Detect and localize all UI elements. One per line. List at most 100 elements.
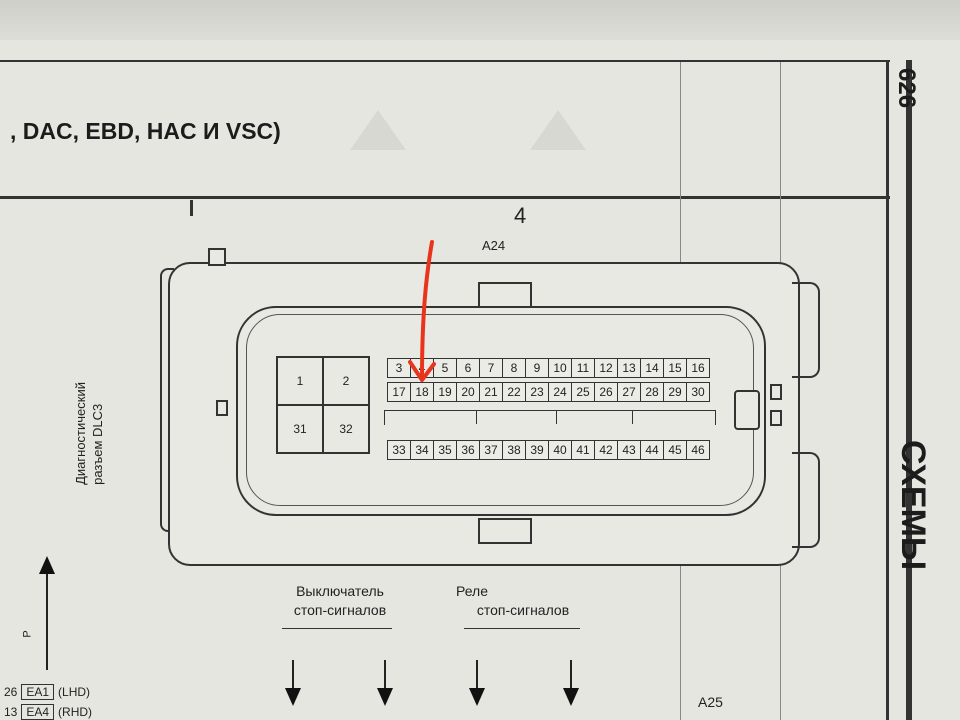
page-shadow	[0, 0, 960, 40]
side-section-title: СХЕМЫ	[894, 440, 932, 571]
down-arrow	[469, 660, 485, 706]
pin-38: 38	[502, 440, 526, 460]
page-number: 626	[893, 68, 920, 109]
pin-43: 43	[617, 440, 641, 460]
pin-14: 14	[640, 358, 664, 378]
pin-17: 17	[387, 382, 411, 402]
pin-21: 21	[479, 382, 503, 402]
label-line: Реле	[456, 583, 488, 599]
terminal-note: (LHD)	[58, 685, 91, 699]
connector-peg	[770, 410, 782, 426]
power-pin-block: 1 2 31 32	[276, 356, 370, 454]
pin-41: 41	[571, 440, 595, 460]
pin-cell: 1	[277, 357, 323, 405]
frame-right-line	[886, 60, 889, 720]
brace	[464, 628, 580, 639]
pin-34: 34	[410, 440, 434, 460]
up-arrow	[39, 556, 55, 670]
down-arrow	[285, 660, 301, 706]
connector-top-key	[478, 282, 532, 308]
pin-25: 25	[571, 382, 595, 402]
label-line: Диагностический	[73, 382, 88, 485]
pin-cell: 2	[323, 357, 369, 405]
pin-20: 20	[456, 382, 480, 402]
wire-color-letter: P	[21, 630, 34, 638]
pin-40: 40	[548, 440, 572, 460]
pin-29: 29	[663, 382, 687, 402]
label-line: разъем DLC3	[90, 403, 105, 485]
section-number: 4	[514, 203, 527, 228]
pin-27: 27	[617, 382, 641, 402]
annotation-arrow	[408, 240, 436, 382]
terminal-code: EA4	[21, 704, 55, 720]
grid-line	[190, 200, 193, 216]
pin-16: 16	[686, 358, 710, 378]
pin-36: 36	[456, 440, 480, 460]
pin-33: 33	[387, 440, 411, 460]
pin-44: 44	[640, 440, 664, 460]
brake-relay-label: Реле стоп-сигналов	[448, 582, 598, 620]
pin-35: 35	[433, 440, 457, 460]
label-line: стоп-сигналов	[476, 602, 570, 618]
label-line: Выключатель	[296, 583, 384, 599]
pin-divider-bracket	[384, 410, 716, 425]
brake-switch-label: Выключатель стоп-сигналов	[270, 582, 410, 620]
pin-cell: 32	[323, 405, 369, 453]
pin-22: 22	[502, 382, 526, 402]
pin-13: 13	[617, 358, 641, 378]
pin-9: 9	[525, 358, 549, 378]
pin-42: 42	[594, 440, 618, 460]
connector-right-tab	[792, 452, 820, 548]
second-connector-code: A25	[698, 694, 723, 710]
faint-symbol	[350, 110, 406, 150]
terminal-number: 26	[4, 685, 18, 699]
pin-23: 23	[525, 382, 549, 402]
pin-30: 30	[686, 382, 710, 402]
pin-7: 7	[479, 358, 503, 378]
terminal-note: (RHD)	[58, 705, 93, 719]
dlc3-label: Диагностический разъем DLC3	[72, 382, 106, 485]
pin-37: 37	[479, 440, 503, 460]
connector-left-tab	[160, 268, 174, 532]
pin-10: 10	[548, 358, 572, 378]
pin-24: 24	[548, 382, 572, 402]
bracket-notch	[556, 410, 561, 424]
pin-45: 45	[663, 440, 687, 460]
pin-8: 8	[502, 358, 526, 378]
bracket-notch	[632, 410, 637, 424]
pin-cell: 31	[277, 405, 323, 453]
brace	[282, 628, 392, 639]
bracket-notch	[476, 410, 481, 424]
pin-28: 28	[640, 382, 664, 402]
connector-code: A24	[482, 238, 506, 253]
pin-15: 15	[663, 358, 687, 378]
faint-symbol	[530, 110, 586, 150]
connector-peg	[208, 248, 226, 266]
pin-6: 6	[456, 358, 480, 378]
connector-inner-frame	[236, 306, 766, 516]
connector-peg	[770, 384, 782, 400]
terminal-row: 13 EA4 (RHD)	[4, 704, 92, 720]
frame-header-line	[0, 196, 890, 199]
frame-top-line	[0, 60, 890, 62]
terminal-code: EA1	[21, 684, 55, 700]
page-header-title: , DAC, EBD, HAC И VSC)	[10, 118, 281, 144]
down-arrow	[563, 660, 579, 706]
down-arrow	[377, 660, 393, 706]
label-line: стоп-сигналов	[293, 602, 387, 618]
page-edge-line	[906, 60, 912, 720]
terminal-number: 13	[4, 705, 18, 719]
connector-bottom-key	[478, 518, 532, 544]
pin-11: 11	[571, 358, 595, 378]
pin-39: 39	[525, 440, 549, 460]
terminal-row: 26 EA1 (LHD)	[4, 684, 90, 700]
connector-peg	[216, 400, 228, 416]
connector-right-tab	[792, 282, 820, 378]
pin-26: 26	[594, 382, 618, 402]
connector-latch	[734, 390, 760, 430]
pin-12: 12	[594, 358, 618, 378]
pin-46: 46	[686, 440, 710, 460]
